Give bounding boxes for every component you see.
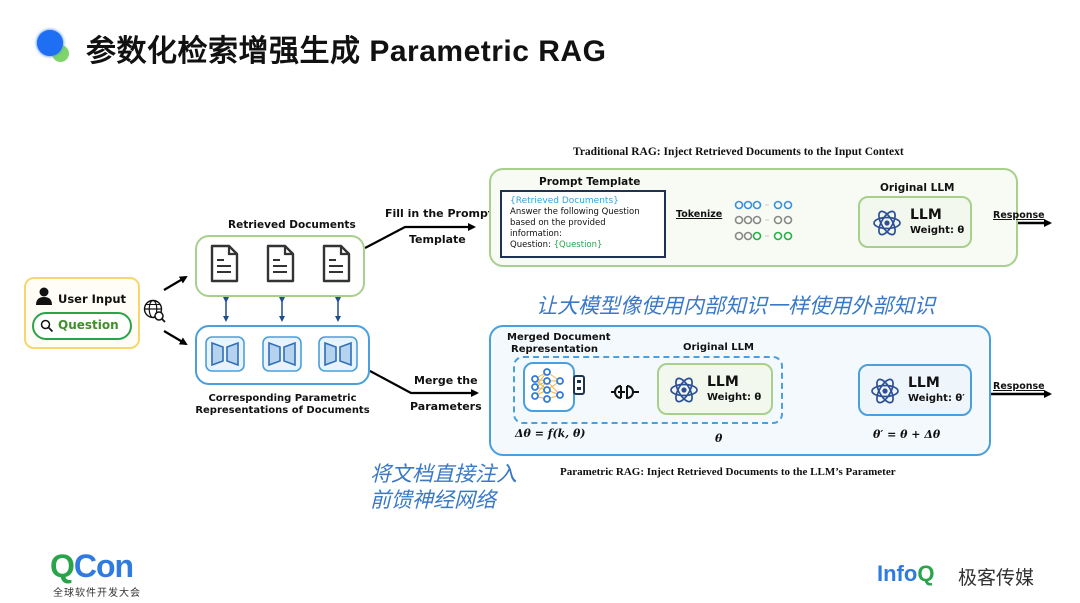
fill-prompt-label-line2: Template bbox=[409, 233, 466, 246]
merged-document-title-line2: Representation bbox=[511, 343, 598, 355]
prompt-line-1: Answer the following Question bbox=[510, 207, 640, 217]
formula-theta: θ bbox=[715, 432, 723, 445]
formula-delta-theta: Δθ = f(k, θ) bbox=[515, 427, 586, 440]
token bbox=[783, 200, 793, 210]
annotation-internal-knowledge: 让大模型像使用内部知识一样使用外部知识 bbox=[536, 295, 935, 318]
neural-network-box bbox=[523, 362, 575, 412]
token bbox=[734, 200, 744, 210]
original-llm-title-bottom: Original LLM bbox=[683, 342, 754, 353]
title-bullet-blue-dot-front bbox=[37, 30, 63, 56]
parametric-representations-label: Corresponding Parametric Representations… bbox=[195, 393, 370, 417]
arrow-fill-prompt bbox=[364, 223, 476, 249]
merged-model-dashed-group bbox=[513, 356, 783, 424]
placeholder-retrieved-docs: {Retrieved Documents} bbox=[510, 196, 619, 206]
fill-prompt-label-line1: Fill in the Prompt bbox=[385, 207, 494, 220]
prompt-template-text: {Retrieved Documents} Answer the followi… bbox=[510, 196, 640, 251]
token bbox=[783, 231, 793, 241]
question-label: Question bbox=[58, 318, 119, 332]
atom-icon bbox=[873, 210, 901, 236]
qcon-logo-con: Con bbox=[73, 548, 134, 584]
parametric-representations-label-line1: Corresponding Parametric bbox=[208, 393, 357, 404]
lora-adapter-icon bbox=[205, 336, 245, 372]
token-grid bbox=[734, 200, 793, 241]
token bbox=[743, 215, 753, 225]
infoq-logo: InfoQ bbox=[877, 561, 934, 587]
annotation-inject-ffn-line2: 前馈神经网络 bbox=[370, 489, 496, 512]
annotation-inject-ffn-line1: 将文档直接注入 bbox=[370, 463, 517, 486]
lora-adapter-icon bbox=[318, 336, 358, 372]
token bbox=[743, 200, 753, 210]
original-llm-box-top: LLM Weight: θ bbox=[858, 196, 972, 248]
user-icon bbox=[36, 287, 52, 305]
original-llm-box-bottom: LLM Weight: θ bbox=[657, 363, 773, 415]
token bbox=[743, 231, 753, 241]
prompt-question-line: Question: {Question} bbox=[510, 240, 640, 251]
response-label-bottom: Response bbox=[993, 381, 1045, 392]
globe-search-icon bbox=[143, 299, 166, 323]
question-pill[interactable]: Question bbox=[32, 312, 132, 340]
page-title: 参数化检索增强生成 Parametric RAG bbox=[86, 35, 607, 68]
document-icon bbox=[210, 244, 239, 283]
document-icon bbox=[266, 244, 295, 283]
formula-theta-update: θ′ = θ + Δθ bbox=[873, 428, 941, 441]
prompt-question-prefix: Question: bbox=[510, 240, 554, 250]
arrow-merge-parameters bbox=[369, 370, 479, 397]
parametric-rag-caption: Parametric RAG: Inject Retrieved Documen… bbox=[560, 466, 896, 478]
user-input-label: User Input bbox=[58, 292, 127, 306]
usb-connector-icon bbox=[573, 375, 585, 395]
llm-weight-bottom: Weight: θ bbox=[707, 392, 762, 403]
lora-adapter-icon bbox=[262, 336, 302, 372]
token bbox=[773, 231, 783, 241]
llm-weight-top: Weight: θ bbox=[910, 225, 965, 236]
traditional-rag-caption: Traditional RAG: Inject Retrieved Docume… bbox=[573, 146, 904, 158]
qcon-subtitle: 全球软件开发大会 bbox=[53, 588, 141, 599]
document-icon bbox=[322, 244, 351, 283]
prompt-line-3: information: bbox=[510, 229, 562, 239]
magnifier-icon bbox=[40, 319, 54, 333]
arrow-input-to-reps bbox=[163, 330, 188, 346]
qcon-logo: QCon bbox=[50, 548, 134, 584]
prompt-line-2: based on the provided bbox=[510, 218, 606, 228]
token bbox=[773, 215, 783, 225]
prompt-template-box: {Retrieved Documents} Answer the followi… bbox=[500, 190, 666, 258]
token bbox=[734, 231, 744, 241]
llm-name-top: LLM bbox=[910, 207, 942, 223]
qcon-logo-q: Q bbox=[50, 548, 75, 584]
token bbox=[752, 200, 762, 210]
response-label-top: Response bbox=[993, 210, 1045, 221]
merged-document-title: Merged Document Representation bbox=[507, 332, 611, 355]
annotation-inject-ffn: 将文档直接注入 前馈神经网络 bbox=[370, 462, 517, 514]
parametric-representations-label-line2: Representations of Documents bbox=[195, 405, 370, 416]
updated-llm-weight: Weight: θ′ bbox=[908, 393, 965, 404]
token bbox=[752, 215, 762, 225]
prompt-template-title: Prompt Template bbox=[539, 176, 641, 188]
token bbox=[773, 200, 783, 210]
retrieved-documents-label: Retrieved Documents bbox=[228, 219, 356, 231]
tokenize-label: Tokenize bbox=[676, 209, 723, 220]
original-llm-title-top: Original LLM bbox=[880, 182, 955, 194]
neural-network-icon bbox=[531, 368, 564, 403]
updated-llm-box: LLM Weight: θ′ bbox=[858, 364, 972, 416]
merged-document-title-line1: Merged Document bbox=[507, 332, 611, 343]
merge-label-line2: Parameters bbox=[410, 400, 482, 413]
token bbox=[783, 215, 793, 225]
merge-label-line1: Merge the bbox=[414, 374, 478, 387]
infoq-logo-q: Q bbox=[917, 561, 935, 586]
atom-icon bbox=[871, 378, 899, 404]
infoq-logo-info: Info bbox=[877, 561, 918, 586]
token bbox=[752, 231, 762, 241]
atom-icon bbox=[670, 377, 698, 403]
llm-name-bottom: LLM bbox=[707, 374, 739, 390]
updated-llm-name: LLM bbox=[908, 375, 940, 391]
arrow-input-to-docs bbox=[163, 275, 188, 291]
plug-connector-icon bbox=[611, 385, 639, 400]
token bbox=[734, 215, 744, 225]
infoq-subtitle: 极客传媒 bbox=[958, 568, 1035, 589]
user-input-box: User Input Question bbox=[24, 277, 140, 349]
placeholder-question: {Question} bbox=[553, 240, 603, 250]
